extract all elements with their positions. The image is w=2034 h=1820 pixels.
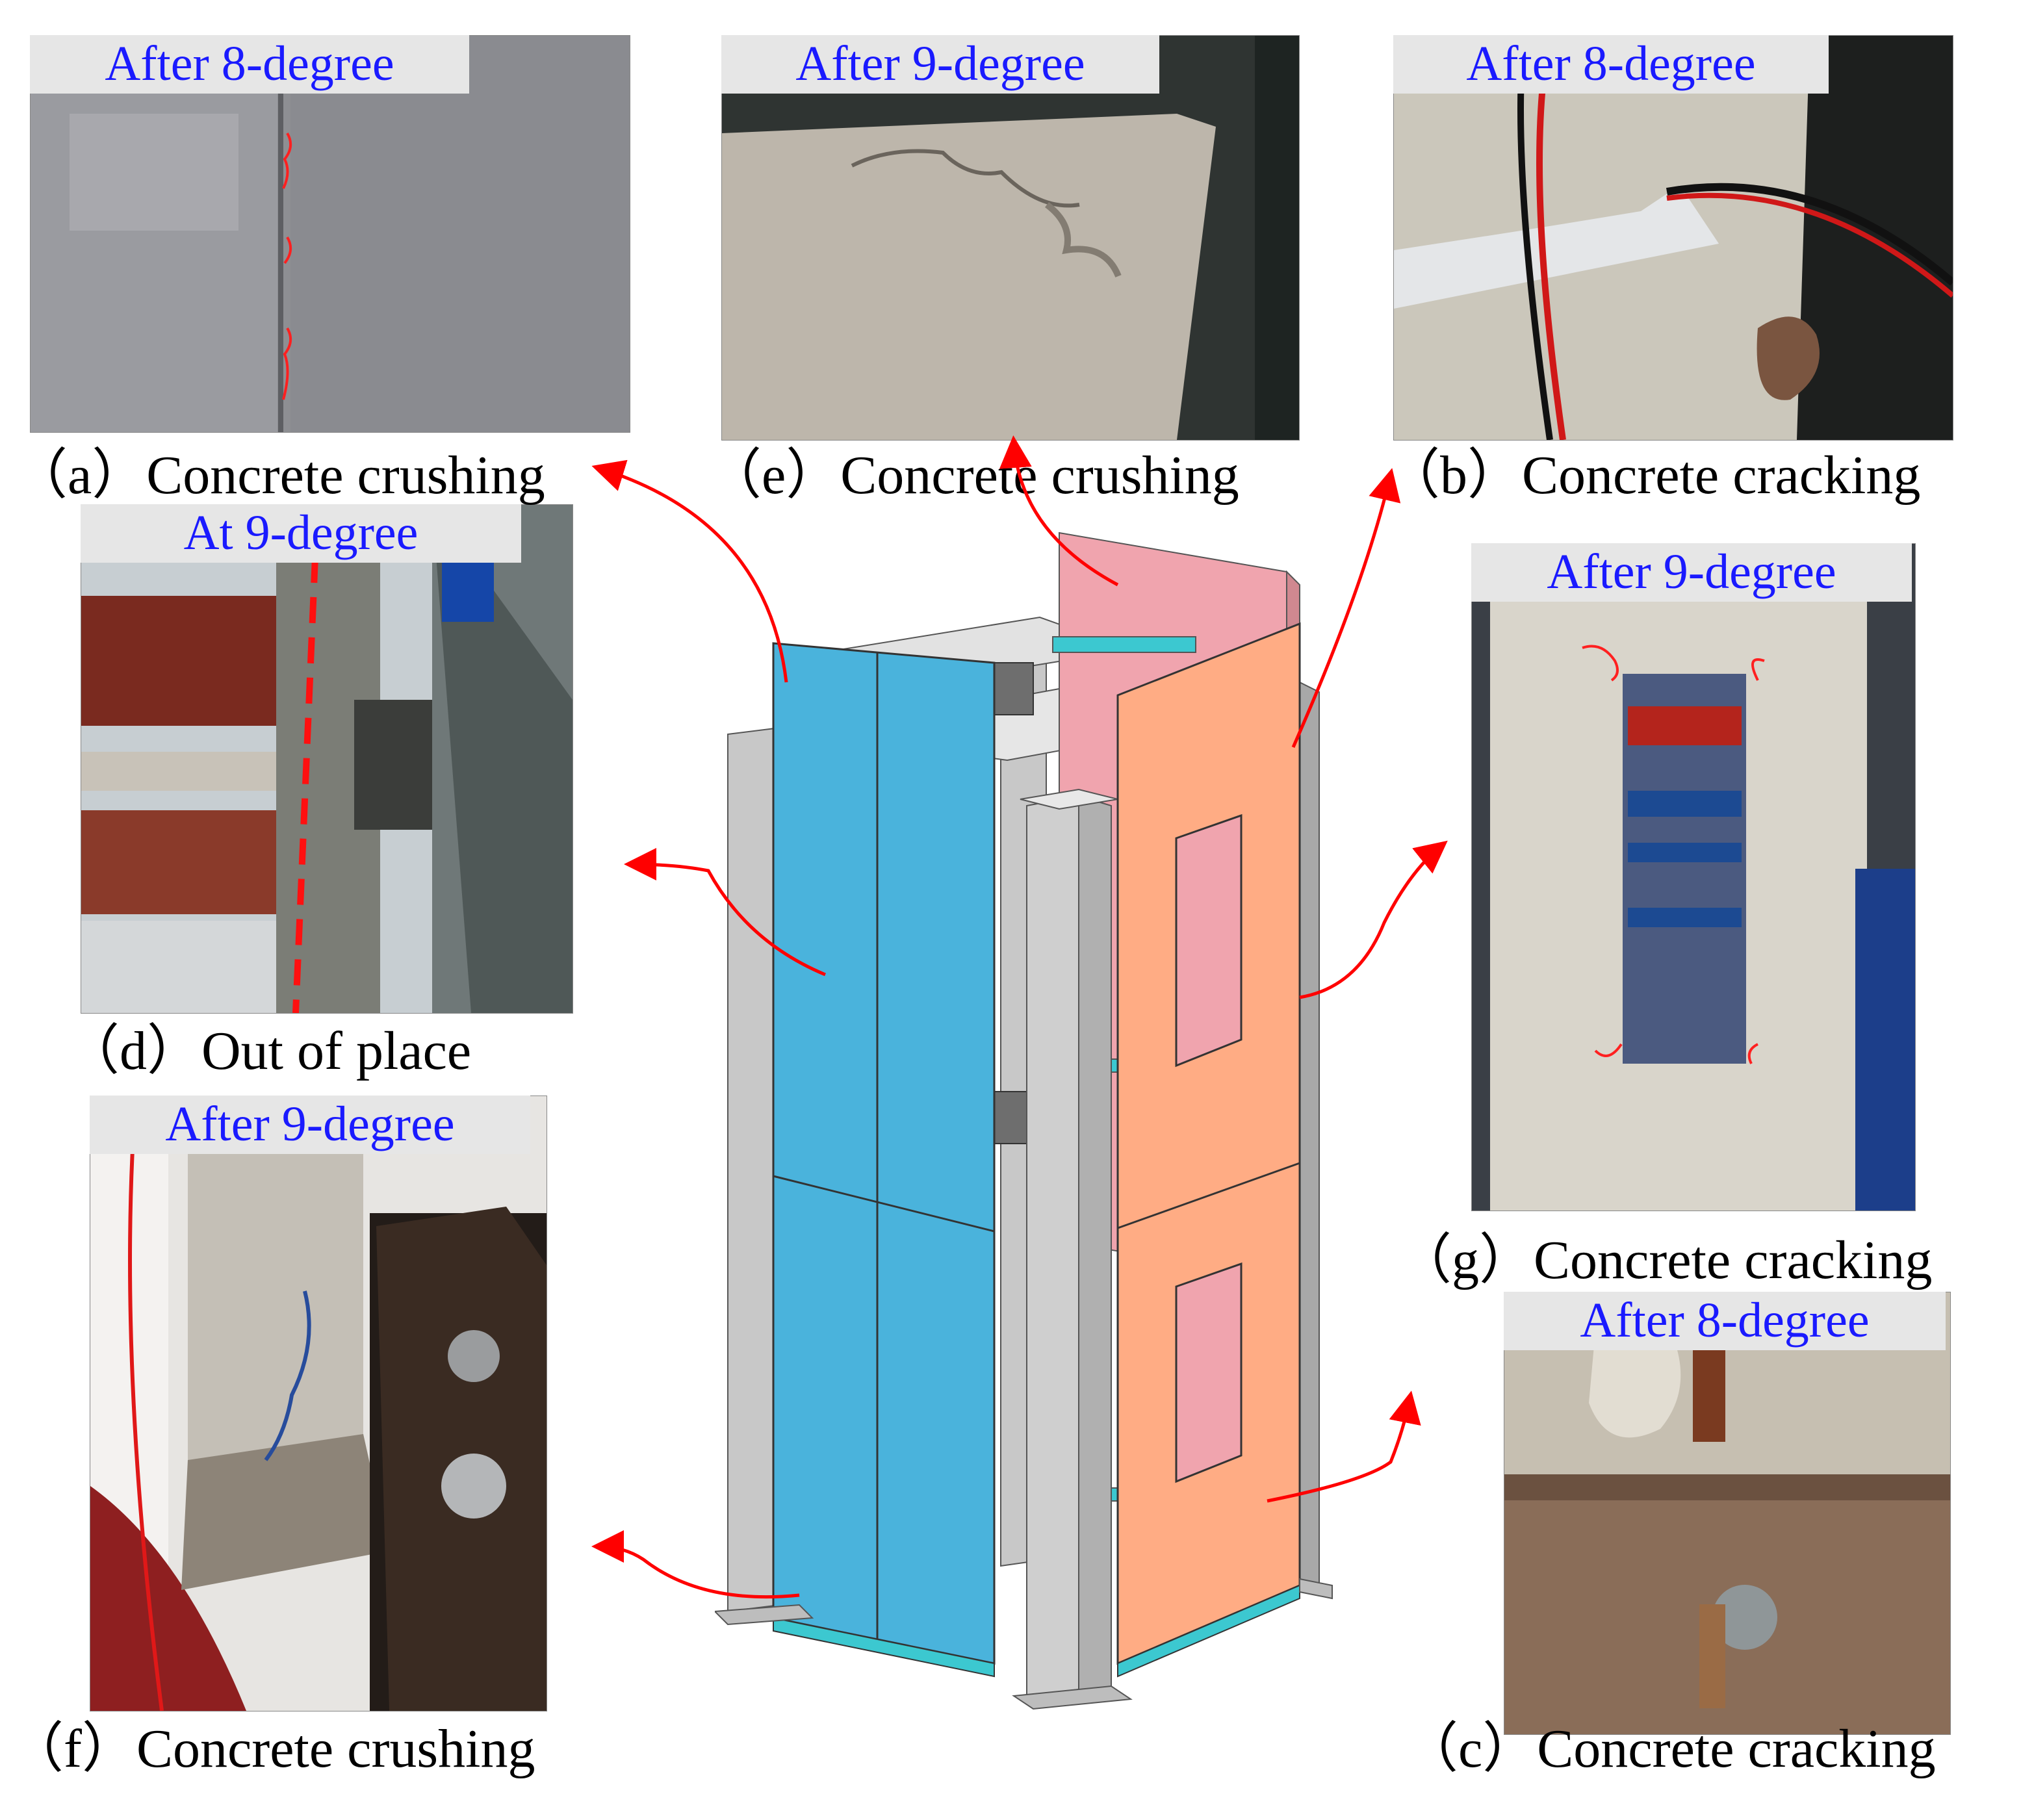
- front-steel-column: [1026, 795, 1079, 1697]
- orange-right-wall: [1116, 622, 1301, 1678]
- photo-f-tag: After 9-degree: [90, 1096, 530, 1154]
- photo-b-concrete-cracking: [1393, 35, 1953, 441]
- window-opening-upper: [1175, 814, 1242, 1068]
- photo-b-tag: After 8-degree: [1393, 35, 1829, 94]
- structure-3d-model: [715, 532, 1333, 1710]
- caption-b: （b）Concrete cracking: [1385, 445, 1921, 506]
- caption-a: （a）Concrete crushing: [13, 445, 545, 506]
- blue-left-wall: [772, 642, 996, 1678]
- photo-a-concrete-crushing: [30, 35, 630, 433]
- photo-g-concrete-cracking: [1471, 543, 1916, 1211]
- photo-d-out-of-place: [81, 504, 573, 1014]
- photo-c-concrete-cracking: [1504, 1292, 1951, 1735]
- caption-f: （f）Concrete crushing: [9, 1719, 535, 1779]
- photo-f-concrete-crushing: [90, 1096, 547, 1711]
- caption-e: （e）Concrete crushing: [707, 445, 1239, 506]
- photo-e-concrete-crushing: [721, 35, 1300, 441]
- photo-g-tag: After 9-degree: [1471, 543, 1912, 602]
- caption-c: （c）Concrete cracking: [1404, 1719, 1936, 1779]
- photo-a-tag: After 8-degree: [30, 35, 469, 94]
- caption-g: （g）Concrete cracking: [1397, 1230, 1933, 1290]
- photo-d-tag: At 9-degree: [81, 504, 521, 563]
- window-opening-lower: [1175, 1262, 1242, 1483]
- photo-e-tag: After 9-degree: [721, 35, 1159, 94]
- caption-d: （d）Out of place: [65, 1021, 472, 1081]
- photo-c-tag: After 8-degree: [1504, 1292, 1946, 1350]
